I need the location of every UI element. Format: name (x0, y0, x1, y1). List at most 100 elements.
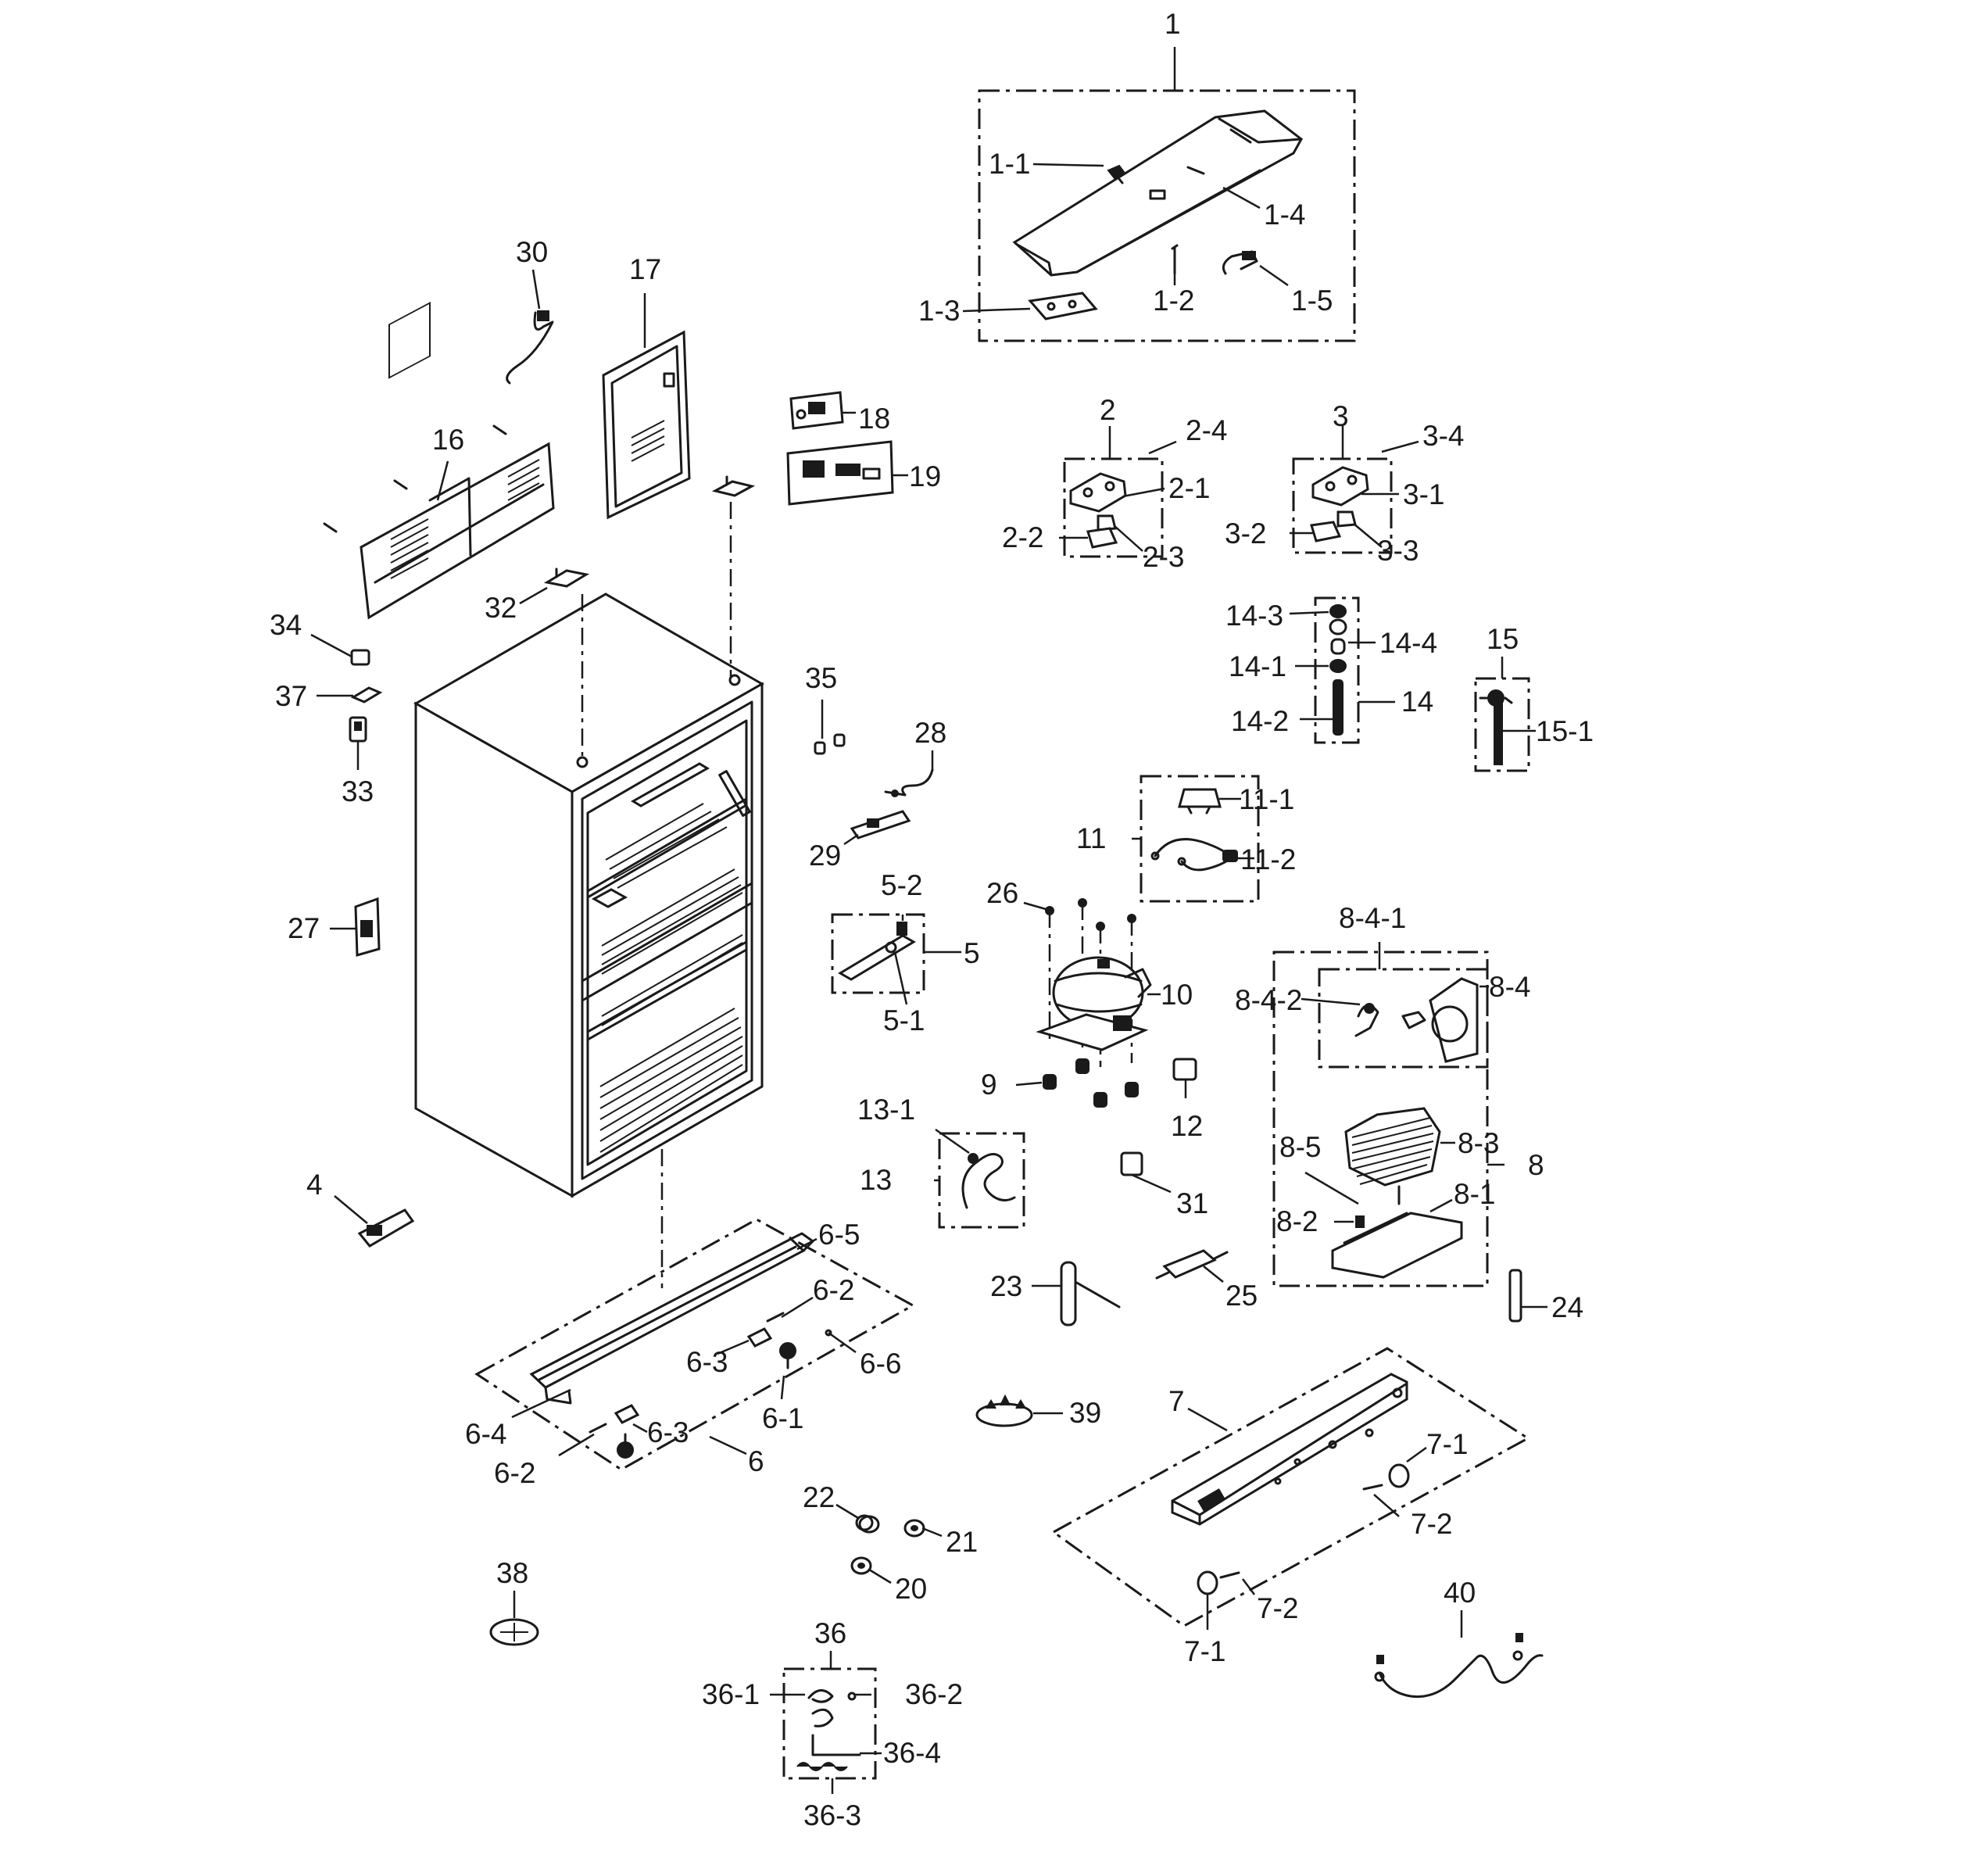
part-31-capacitor[interactable]: 31 (1120, 1151, 1208, 1219)
part-group-2-hinge[interactable]: 2 2-1 2-2 2-3 2-4 (1002, 394, 1227, 573)
callout-7-1a: 7-1 (1426, 1428, 1468, 1460)
part-38-fan-blade[interactable]: 38 (489, 1557, 539, 1646)
callout-21: 21 (946, 1526, 978, 1558)
part-group-3-hinge[interactable]: 3 3-1 3-2 3-3 3-4 (1225, 400, 1464, 567)
callout-13-1: 13-1 (857, 1094, 915, 1126)
callout-6-6: 6-6 (860, 1348, 901, 1380)
callout-6-1: 6-1 (762, 1402, 803, 1434)
part-group-15-valve[interactable]: 15 15-1 (1474, 623, 1594, 772)
part-group-8-condenser-fan[interactable]: 8-4-1 8-4-2 8-4 8-3 8-5 8-1 8-2 8 (1235, 902, 1544, 1287)
part-37-clip[interactable]: 37 (275, 680, 383, 712)
callout-38: 38 (496, 1557, 528, 1589)
callout-17: 17 (629, 253, 661, 285)
callout-3-1: 3-1 (1403, 478, 1444, 510)
part-26-bolts[interactable]: 26 (986, 877, 1047, 911)
part-40-wire-harness[interactable]: 40 (1374, 1577, 1544, 1699)
part-20-bushing[interactable]: 20 (850, 1556, 927, 1605)
part-4-foot-cover[interactable]: 4 (306, 1169, 415, 1248)
callout-6-2b: 6-2 (494, 1457, 535, 1489)
callout-1-3: 1-3 (918, 295, 960, 327)
part-19-main-board[interactable]: 19 (786, 440, 941, 506)
part-18-control-board[interactable]: 18 (789, 391, 890, 435)
part-24-pipe[interactable]: 24 (1508, 1269, 1583, 1323)
callout-12: 12 (1171, 1110, 1203, 1142)
callout-2-2: 2-2 (1002, 521, 1043, 553)
callout-8-3: 8-3 (1458, 1127, 1499, 1159)
callout-39: 39 (1069, 1397, 1101, 1429)
part-group-11-overload-relay[interactable]: 11-1 11-2 11 (1076, 775, 1296, 903)
part-21-bushing[interactable]: 21 (903, 1519, 978, 1558)
callout-14-4: 14-4 (1379, 627, 1437, 659)
part-group-6-front-rail[interactable]: 6-5 6-2 6-3 6-6 6-1 6-4 6-3 6-2 6 (465, 1218, 916, 1489)
callout-27: 27 (288, 912, 320, 944)
callout-10: 10 (1161, 979, 1193, 1011)
part-22-bushing[interactable]: 22 (803, 1481, 880, 1534)
part-group-14-valve-assembly[interactable]: 14-3 14-4 14-1 14-2 14 (1225, 596, 1437, 744)
callout-2: 2 (1100, 394, 1116, 426)
callout-7-1b: 7-1 (1184, 1635, 1225, 1667)
part-group-13-drain-hose[interactable]: 13-1 13 (857, 1094, 1025, 1229)
part-34-cap[interactable]: 34 (270, 609, 370, 666)
callout-4: 4 (306, 1169, 323, 1201)
callout-3-4: 3-4 (1422, 420, 1464, 452)
callout-8-2: 8-2 (1276, 1205, 1318, 1237)
callout-11: 11 (1076, 822, 1106, 854)
part-33-holder[interactable]: 33 (342, 716, 374, 807)
part-28-sensor-wire[interactable]: 28 (884, 717, 946, 797)
callout-11-2: 11-2 (1240, 843, 1296, 875)
callout-6-3a: 6-3 (686, 1346, 728, 1378)
callout-6-4: 6-4 (465, 1418, 506, 1450)
callout-8-1: 8-1 (1454, 1178, 1495, 1210)
callout-7: 7 (1168, 1385, 1185, 1417)
part-10-compressor[interactable]: 10 (1036, 898, 1193, 1067)
callout-24: 24 (1551, 1291, 1583, 1323)
part-group-36-spring-kit[interactable]: 36 36-1 36-2 36-4 36-3 (702, 1617, 963, 1831)
callout-30: 30 (516, 236, 548, 268)
part-group-7-base-plate[interactable]: 7 7-1 7-2 7-2 7-1 (1051, 1347, 1530, 1667)
callout-14-3: 14-3 (1225, 600, 1283, 632)
callout-31: 31 (1176, 1187, 1208, 1219)
part-25-valve[interactable]: 25 (1155, 1249, 1258, 1312)
part-29-bracket[interactable]: 29 (809, 810, 911, 872)
part-17-back-panel[interactable]: 17 (602, 253, 691, 520)
callout-36: 36 (814, 1617, 846, 1649)
callout-5-2: 5-2 (881, 869, 922, 901)
part-group-5-damper[interactable]: 5-2 5 5-1 (831, 869, 980, 1036)
callout-14-2: 14-2 (1231, 705, 1289, 737)
callout-2-4: 2-4 (1186, 414, 1227, 446)
callout-8-4-2: 8-4-2 (1235, 984, 1302, 1016)
part-32-bracket[interactable]: 32 (485, 567, 590, 624)
part-9-grommets[interactable]: 9 (981, 1058, 1139, 1108)
callout-20: 20 (895, 1573, 927, 1605)
callout-6-2a: 6-2 (813, 1274, 854, 1306)
callout-29: 29 (809, 840, 841, 872)
callout-1-5: 1-5 (1291, 285, 1333, 317)
callout-40: 40 (1444, 1577, 1476, 1609)
callout-8: 8 (1528, 1149, 1544, 1181)
refrigerator-cabinet[interactable] (413, 502, 765, 1288)
part-27-sensor-housing[interactable]: 27 (288, 897, 381, 957)
callout-13: 13 (860, 1164, 892, 1196)
callout-11-1: 11-1 (1239, 783, 1294, 815)
callout-15: 15 (1487, 623, 1519, 655)
callout-6-5: 6-5 (818, 1219, 860, 1251)
part-12-relay[interactable]: 12 (1171, 1058, 1203, 1142)
callout-2-3: 2-3 (1143, 541, 1184, 573)
callout-18: 18 (858, 403, 890, 435)
callout-36-1: 36-1 (702, 1678, 760, 1710)
callout-26: 26 (986, 877, 1018, 909)
callout-34: 34 (270, 609, 302, 641)
callout-3-3: 3-3 (1377, 535, 1419, 567)
part-35-caps[interactable]: 35 (805, 662, 846, 755)
callout-28: 28 (914, 717, 946, 749)
part-16-rear-cover[interactable]: 16 (323, 302, 555, 620)
callout-36-4: 36-4 (883, 1737, 941, 1769)
callout-2-1: 2-1 (1168, 472, 1210, 504)
part-39-fan-blade[interactable]: 39 (975, 1394, 1101, 1429)
part-23-drier[interactable]: 23 (990, 1261, 1121, 1326)
part-30-power-cord[interactable]: 30 (506, 236, 554, 385)
part-top-right-bracket[interactable] (711, 475, 756, 497)
callout-14: 14 (1401, 686, 1433, 718)
part-group-1-top-hinge-bracket[interactable]: 1 1-1 1-2 1-3 1-4 1-5 (918, 8, 1356, 342)
